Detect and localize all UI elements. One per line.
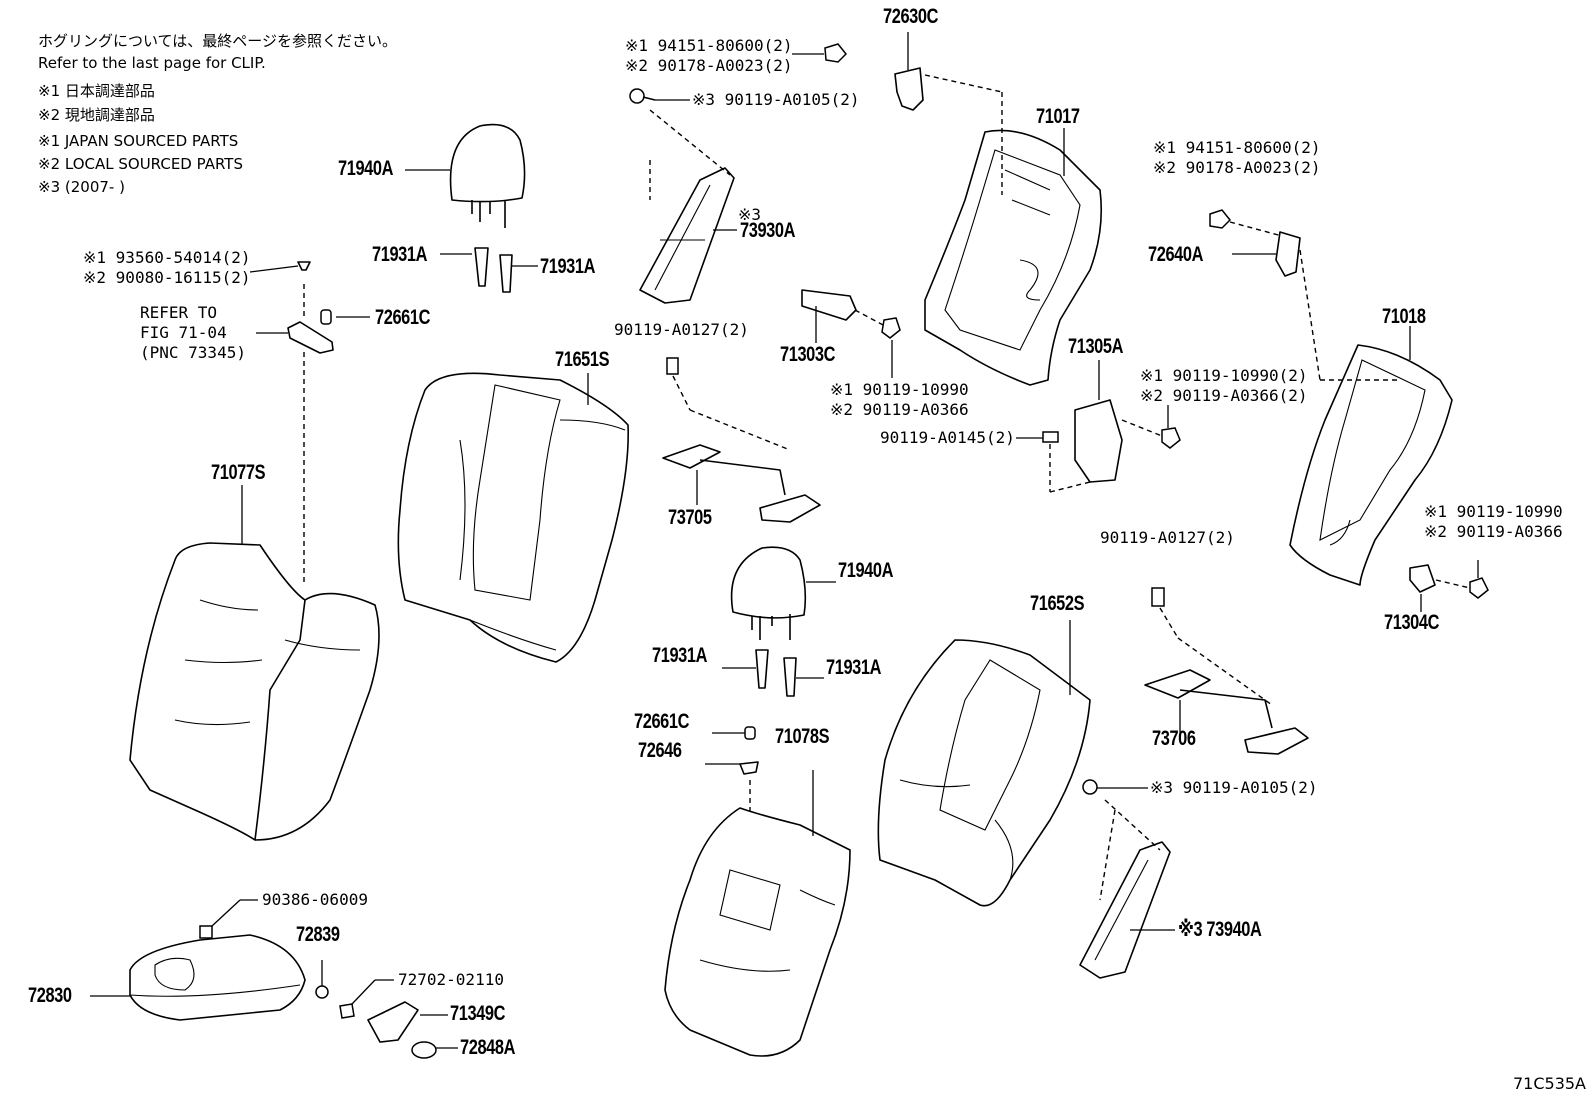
part-71304c[interactable]: 71304C [1384, 611, 1440, 634]
headrest-guide-left [440, 247, 538, 293]
part-71931a-4[interactable]: 71931A [826, 656, 882, 679]
clip-bracket [249, 261, 370, 585]
ref-72702-02110: 72702-02110 [398, 970, 504, 989]
hook-73705 [662, 357, 821, 523]
part-71077s[interactable]: 71077S [211, 461, 266, 484]
ref-93560-54014: ※1 93560-54014(2) [83, 248, 251, 267]
armrest-72830 [90, 899, 306, 1021]
ref-90119-a0145: 90119-A0145(2) [880, 428, 1015, 447]
ref-90178-a0023-right: ※2 90178-A0023(2) [1153, 158, 1321, 177]
refer-line-2: FIG 71-04 [140, 323, 227, 342]
airbag-module-73930a [629, 88, 737, 304]
airbag-module-73940a [1079, 779, 1175, 979]
ref-90119-10990-far-right: ※1 90119-10990 [1424, 502, 1563, 521]
bracket-71304c [1409, 560, 1489, 612]
ref-90119-a0366-far-right: ※2 90119-A0366 [1424, 522, 1563, 541]
ref-90119-a0366-right: ※2 90119-A0366(2) [1140, 386, 1308, 405]
part-73930a-mark: ※3 [738, 205, 762, 224]
part-71652s[interactable]: 71652S [1030, 592, 1085, 615]
ref-90119-a0127-center: 90119-A0127(2) [614, 320, 749, 339]
part-71305a[interactable]: 71305A [1068, 335, 1124, 358]
part-72839[interactable]: 72839 [296, 923, 340, 946]
refer-line-1: REFER TO [140, 303, 218, 322]
ref-90119-a0366-center: ※2 90119-A0366 [830, 400, 969, 419]
headrest-guide-center [722, 649, 824, 697]
part-73930a[interactable]: 73930A [740, 219, 796, 242]
ref-90080-16115: ※2 90080-16115(2) [83, 268, 251, 287]
seatback-cover-71077s [129, 485, 380, 841]
seatback-cover-71651s [397, 372, 629, 663]
note-local-sourced-en: ※2 LOCAL SOURCED PARTS [38, 155, 243, 173]
bracket-72640a [1209, 209, 1400, 381]
clip-72661c-center [705, 726, 759, 815]
parts-72839-71349c-72848a [315, 960, 458, 1059]
note-hog-ring-en: Refer to the last page for CLIP. [38, 54, 266, 72]
part-71940a-center[interactable]: 71940A [838, 559, 894, 582]
ref-90119-a0105-lower: ※3 90119-A0105(2) [1150, 778, 1318, 797]
seatback-frame-71017 [924, 128, 1103, 386]
seatback-cover-71078s [664, 770, 851, 1057]
seatback-cover-71652s [877, 620, 1091, 907]
figure-id: 71C535A [1512, 1074, 1586, 1093]
ref-90178-a0023-top: ※2 90178-A0023(2) [625, 56, 793, 75]
part-71931a-2[interactable]: 71931A [540, 255, 596, 278]
part-73706[interactable]: 73706 [1152, 727, 1196, 750]
ref-90119-a0105-top: ※3 90119-A0105(2) [692, 90, 860, 109]
ref-90119-10990-center: ※1 90119-10990 [830, 380, 969, 399]
part-71017[interactable]: 71017 [1036, 105, 1080, 128]
part-71303c[interactable]: 71303C [780, 343, 836, 366]
note-hog-ring-jp: ホグリングについては、最終ページを参照ください。 [38, 32, 397, 50]
part-71078s[interactable]: 71078S [775, 725, 830, 748]
headrest-left [405, 123, 526, 228]
note-local-sourced-jp: ※2 現地調達部品 [38, 106, 155, 124]
ref-94151-80600-top: ※1 94151-80600(2) [625, 36, 793, 55]
part-72848a[interactable]: 72848A [460, 1036, 516, 1059]
seatback-frame-71018 [1289, 326, 1453, 586]
part-71931a-3[interactable]: 71931A [652, 644, 708, 667]
part-73705[interactable]: 73705 [668, 506, 712, 529]
part-71349c[interactable]: 71349C [450, 1002, 506, 1025]
headrest-center [730, 546, 836, 640]
bracket-71303c [801, 289, 901, 378]
hook-73706 [1144, 587, 1309, 755]
ref-90386-06009: 90386-06009 [262, 890, 368, 909]
note-japan-sourced-jp: ※1 日本調達部品 [38, 82, 155, 100]
note-year-range: ※3 (2007- ) [38, 178, 125, 196]
part-72630c[interactable]: 72630C [883, 5, 939, 28]
part-71018[interactable]: 71018 [1382, 305, 1426, 328]
part-73940a[interactable]: ※3 73940A [1178, 918, 1262, 941]
part-72661c-left[interactable]: 72661C [375, 306, 431, 329]
part-72661c-center[interactable]: 72661C [634, 710, 690, 733]
part-71931a-1[interactable]: 71931A [372, 243, 428, 266]
ref-94151-80600-right: ※1 94151-80600(2) [1153, 138, 1321, 157]
refer-line-3: (PNC 73345) [140, 343, 246, 362]
ref-90119-10990-right: ※1 90119-10990(2) [1140, 366, 1308, 385]
bracket-72630c [894, 32, 1003, 195]
part-72646[interactable]: 72646 [638, 739, 682, 762]
part-72830[interactable]: 72830 [28, 984, 72, 1007]
part-72640a[interactable]: 72640A [1148, 243, 1204, 266]
part-71940a-left[interactable]: 71940A [338, 157, 394, 180]
ref-90119-a0127-right: 90119-A0127(2) [1100, 528, 1235, 547]
bracket-71305a [1016, 360, 1181, 493]
note-japan-sourced-en: ※1 JAPAN SOURCED PARTS [38, 132, 239, 150]
part-71651s[interactable]: 71651S [555, 348, 610, 371]
nut-top [792, 43, 848, 63]
